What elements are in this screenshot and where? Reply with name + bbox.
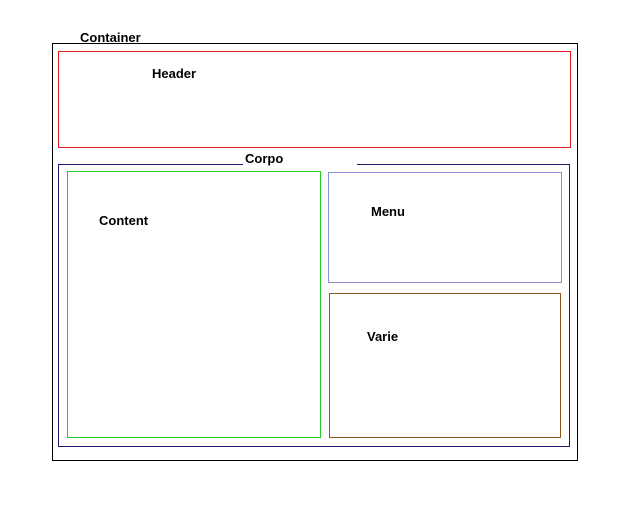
- container-label: Container: [80, 30, 141, 45]
- header-box: [58, 51, 571, 148]
- content-box: [67, 171, 321, 438]
- corpo-top-border-right: [357, 164, 570, 165]
- varie-label: Varie: [367, 329, 399, 344]
- corpo-label: Corpo: [245, 151, 284, 166]
- container-box: [52, 43, 578, 461]
- menu-box: [328, 172, 562, 283]
- corpo-top-border-left: [58, 164, 243, 165]
- varie-box: [329, 293, 561, 438]
- menu-label: Menu: [371, 204, 405, 219]
- content-label: Content: [99, 213, 149, 228]
- header-label: Header: [152, 66, 197, 81]
- corpo-box: [58, 164, 570, 447]
